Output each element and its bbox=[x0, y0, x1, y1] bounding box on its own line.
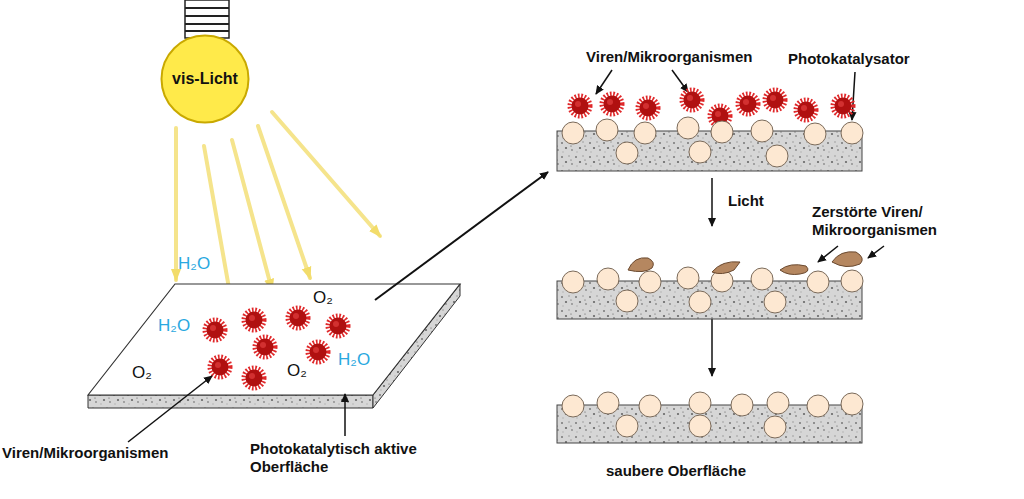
caption-label: saubere Oberfläche bbox=[606, 462, 746, 480]
molecule-label: O₂ bbox=[287, 362, 307, 380]
callout-label: Zerstörte Viren/ Mikroorganismen bbox=[812, 203, 962, 239]
zoom-panel-infected bbox=[557, 90, 863, 171]
step-label: Licht bbox=[728, 192, 764, 210]
surface-plate bbox=[88, 284, 460, 408]
bulb-base bbox=[185, 0, 229, 38]
zoom-panel-clean bbox=[557, 392, 863, 443]
molecule-label: O₂ bbox=[132, 364, 152, 382]
zoom-panel-destroyed bbox=[557, 252, 863, 319]
bulb-label: vis-Licht bbox=[160, 34, 250, 124]
callout-label: Photokatalysator bbox=[788, 50, 910, 68]
virus-group bbox=[205, 308, 348, 388]
molecule-label: H₂O bbox=[158, 317, 190, 335]
callout-label: Viren/Mikroorganismen bbox=[2, 444, 168, 462]
molecule-label: H₂O bbox=[338, 351, 370, 369]
molecule-label: H₂O bbox=[178, 255, 210, 273]
leader-lines bbox=[128, 70, 884, 442]
callout-label: Photokatalytisch aktive Oberfläche bbox=[250, 440, 450, 476]
molecule-label: O₂ bbox=[313, 289, 333, 307]
callout-label: Viren/Mikroorganismen bbox=[586, 48, 752, 66]
light-bulb: vis-Licht bbox=[160, 34, 250, 124]
